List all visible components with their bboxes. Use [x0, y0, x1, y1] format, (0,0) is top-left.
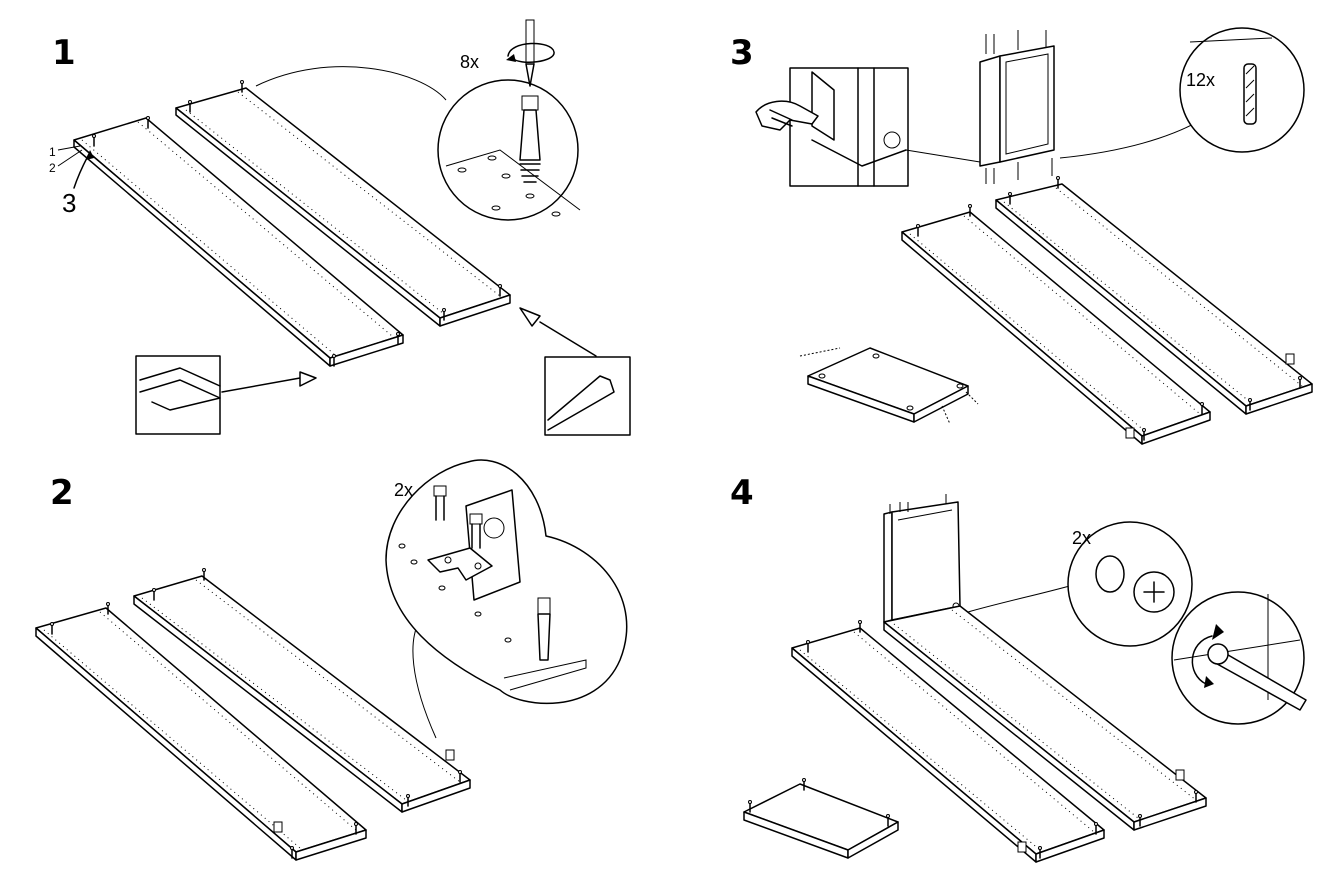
step-2: 2 2x	[35, 459, 628, 861]
step1-panel-right	[175, 79, 511, 327]
step3-inset-detail	[789, 67, 909, 187]
step-3-number: 3	[730, 33, 754, 73]
screw-icon	[433, 485, 483, 549]
step3-zoom-circle	[1179, 27, 1305, 153]
step4-quantity: 2x	[1072, 528, 1091, 548]
cam-lock-icon	[1095, 555, 1175, 613]
hand-icon	[755, 100, 819, 131]
rotate-arrow-icon	[1191, 635, 1213, 685]
step-2-number: 2	[50, 473, 74, 513]
step3-back-panel	[979, 30, 1055, 184]
step2-panel-left	[35, 601, 367, 861]
step4-panel-right	[883, 605, 1207, 831]
callout-3: 3	[62, 188, 76, 218]
screwdriver-icon	[525, 19, 535, 87]
callout-1: 1	[49, 145, 56, 159]
step4-zoom-circle-cam	[1067, 521, 1193, 647]
step4-upright-panel	[883, 494, 961, 624]
step1-edge-detail-right	[544, 356, 631, 436]
screw-icon	[519, 95, 541, 183]
rotate-arrow-icon	[507, 42, 555, 64]
step-4-number: 4	[730, 473, 754, 513]
step3-quantity: 12x	[1186, 70, 1215, 90]
step3-panel-right	[995, 175, 1313, 415]
screwdriver-icon	[1207, 643, 1307, 711]
step4-panel-left	[791, 619, 1105, 863]
step2-panel-right	[133, 567, 471, 813]
step3-panel-left	[901, 203, 1211, 445]
step1-panel-left	[73, 115, 404, 367]
step2-quantity: 2x	[394, 480, 413, 500]
step4-shelf	[743, 777, 899, 859]
step-3: 3 12x	[730, 27, 1313, 445]
step1-quantity: 8x	[460, 52, 479, 72]
step1-zoom-circle	[437, 79, 579, 221]
step3-shelf	[799, 347, 979, 425]
step-4: 4	[730, 473, 1307, 863]
step-1: 1 1 2 3	[49, 19, 631, 436]
callout-2: 2	[49, 161, 56, 175]
dowel-icon	[1243, 63, 1257, 125]
step-1-number: 1	[52, 33, 76, 73]
dowel-icon	[537, 597, 551, 661]
step1-edge-detail-left	[135, 355, 221, 435]
